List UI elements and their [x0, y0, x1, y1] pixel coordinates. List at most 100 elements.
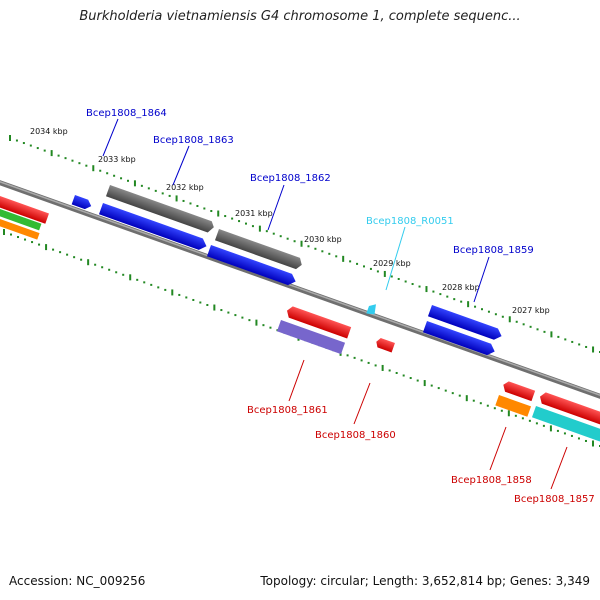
accession-text: Accession: NC_009256	[9, 574, 146, 588]
ruler-minor-tick	[38, 243, 41, 246]
ruler-major-tick	[3, 229, 5, 235]
ruler-major-tick	[550, 331, 553, 338]
ruler-major-tick	[425, 286, 428, 293]
ruler-minor-tick	[150, 283, 153, 286]
ruler-major-tick	[45, 244, 48, 251]
gene-label-bcep1808-1857[interactable]: Bcep1808_1857	[514, 494, 595, 505]
ruler-minor-tick	[227, 311, 230, 314]
ruler-minor-tick	[241, 316, 244, 319]
ruler-minor-tick	[402, 374, 405, 377]
gene-bcep1808-1863[interactable]	[98, 203, 209, 252]
gene-label-bcep1808-1862[interactable]: Bcep1808_1862	[250, 173, 331, 184]
ruler-minor-tick	[542, 424, 545, 427]
ruler-minor-tick	[360, 359, 363, 362]
ruler-minor-tick	[514, 414, 517, 417]
callout-lines	[102, 118, 568, 490]
ruler-minor-tick	[376, 270, 379, 273]
ruler-minor-tick	[29, 144, 32, 147]
ruler-minor-tick	[369, 267, 372, 270]
ruler-minor-tick	[563, 432, 566, 435]
ruler-minor-tick	[444, 389, 447, 392]
gene-bcep1808-1862-pseudo[interactable]	[214, 229, 304, 270]
ruler-minor-tick	[15, 139, 18, 142]
ruler-major-tick	[133, 180, 136, 187]
ruler-major-tick	[300, 240, 303, 247]
ruler-minor-tick	[157, 286, 160, 289]
ruler-major-tick	[467, 301, 470, 308]
ruler-minor-tick	[500, 409, 503, 412]
ruler-major-tick	[171, 289, 174, 296]
gene-bcep1808-1859-b[interactable]	[422, 321, 497, 357]
gene-feature-left-green[interactable]	[0, 209, 42, 231]
ruler-major-tick	[175, 195, 178, 202]
ruler-minor-tick	[43, 149, 46, 152]
ruler-major-tick	[592, 346, 595, 353]
ruler-minor-tick	[328, 252, 331, 255]
gene-bcep1808-1858[interactable]	[501, 380, 536, 402]
ruler-minor-tick	[432, 290, 435, 293]
gene-feature-left-red[interactable]	[0, 196, 49, 224]
ruler-minor-tick	[122, 273, 125, 276]
ruler-minor-tick	[374, 364, 377, 367]
ruler-minor-tick	[522, 323, 525, 326]
ruler-minor-tick	[286, 237, 289, 240]
ruler-minor-tick	[185, 296, 188, 299]
ruler-minor-tick	[220, 309, 223, 312]
gene-bcep1808-1859-a[interactable]	[427, 305, 504, 342]
ruler-minor-tick	[71, 159, 74, 162]
ruler-label: 2027 kbp	[512, 306, 550, 315]
ruler-minor-tick	[17, 236, 20, 239]
ruler-minor-tick	[493, 407, 496, 410]
ruler-label: 2033 kbp	[98, 155, 136, 164]
ruler-minor-tick	[528, 419, 531, 422]
gene-bcep1808-1860[interactable]	[375, 337, 395, 353]
ruler-minor-tick	[147, 187, 150, 190]
ruler-minor-tick	[164, 288, 167, 291]
ruler-minor-tick	[22, 142, 25, 145]
ruler-minor-tick	[446, 295, 449, 298]
gene-bcep1808-1857-misc[interactable]	[531, 406, 600, 442]
ruler-minor-tick	[272, 232, 275, 235]
gene-bcep1808-1858-misc[interactable]	[495, 395, 532, 417]
ruler-minor-tick	[409, 377, 412, 380]
ruler-minor-tick	[36, 147, 39, 150]
ruler-minor-tick	[418, 285, 421, 288]
gene-bcep1808-1863-pseudo[interactable]	[105, 185, 216, 234]
gene-bcep1808-1861-misc[interactable]	[276, 320, 346, 355]
ruler-minor-tick	[251, 225, 254, 228]
ruler-minor-tick	[557, 335, 560, 338]
gene-feature-left-orange[interactable]	[0, 219, 40, 240]
ruler-minor-tick	[52, 248, 55, 251]
gene-label-bcep1808-1859[interactable]: Bcep1808_1859	[453, 245, 534, 256]
gene-bcep1808-r0051[interactable]	[366, 302, 378, 316]
gene-bcep1808-1864[interactable]	[71, 195, 93, 211]
ruler-minor-tick	[395, 371, 398, 374]
ruler-minor-tick	[73, 256, 76, 259]
ruler-minor-tick	[437, 387, 440, 390]
outer-ruler	[9, 135, 600, 353]
ruler-minor-tick	[262, 324, 265, 327]
ruler-minor-tick	[363, 265, 365, 268]
map-title: Burkholderia vietnamiensis G4 chromosome…	[79, 9, 521, 24]
ruler-label: 2029 kbp	[373, 259, 411, 268]
gene-label-bcep1808-r0051[interactable]: Bcep1808_R0051	[366, 216, 454, 227]
gene-label-bcep1808-1858[interactable]: Bcep1808_1858	[451, 475, 532, 486]
ruler-minor-tick	[203, 207, 206, 210]
gene-bcep1808-1857[interactable]	[538, 391, 600, 426]
gene-bcep1808-1862[interactable]	[206, 245, 298, 287]
ruler-minor-tick	[224, 215, 227, 218]
ruler-minor-tick	[453, 298, 456, 301]
gene-label-bcep1808-1860[interactable]: Bcep1808_1860	[315, 430, 396, 441]
ruler-minor-tick	[481, 308, 483, 311]
ruler-minor-tick	[248, 319, 251, 322]
gene-bcep1808-1861[interactable]	[285, 305, 352, 339]
gene-label-bcep1808-1864[interactable]: Bcep1808_1864	[86, 108, 167, 119]
ruler-minor-tick	[192, 298, 195, 301]
ruler-minor-tick	[439, 293, 442, 296]
ruler-minor-tick	[349, 260, 352, 263]
ruler-minor-tick	[199, 301, 202, 304]
gene-label-bcep1808-1861[interactable]: Bcep1808_1861	[247, 405, 328, 416]
ruler-minor-tick	[78, 162, 81, 165]
gene-label-bcep1808-1863[interactable]: Bcep1808_1863	[153, 135, 234, 146]
